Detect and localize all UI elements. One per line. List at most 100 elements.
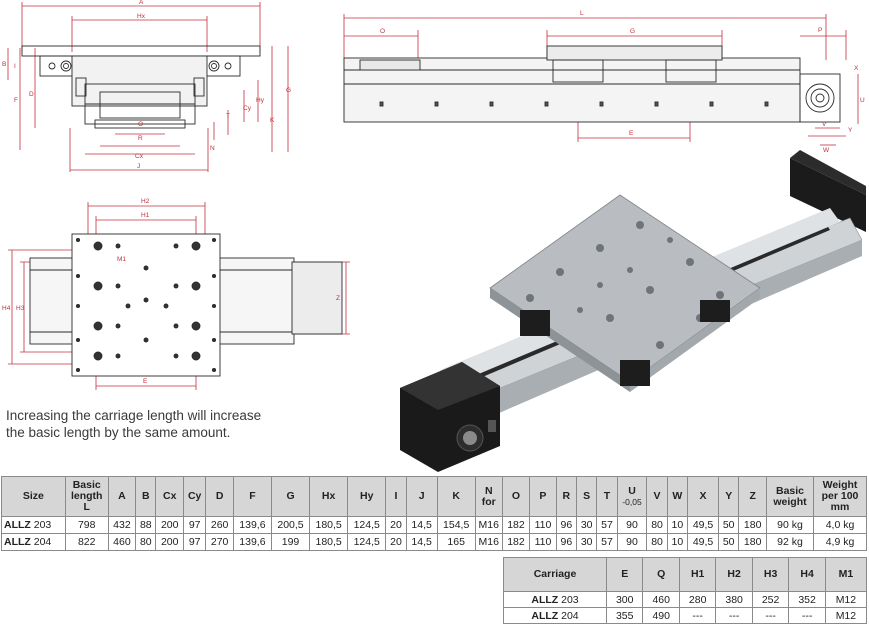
table-cell: 80 bbox=[646, 533, 668, 551]
table-cell: 80 bbox=[135, 533, 157, 551]
table-cell: 4,0 kg bbox=[813, 516, 867, 534]
row-size: 204 bbox=[33, 536, 52, 548]
table-cell: --- bbox=[751, 607, 790, 624]
top-label-E: E bbox=[143, 378, 148, 385]
front-label-D: D bbox=[29, 91, 34, 98]
th-e: E bbox=[605, 557, 644, 592]
row-model: ALLZ bbox=[531, 609, 559, 622]
th-z: Z bbox=[738, 476, 767, 517]
table-cell: 96 bbox=[555, 516, 578, 534]
table-cell: 97 bbox=[182, 533, 207, 551]
table-cell: 20 bbox=[385, 533, 407, 551]
front-label-Cy: Cy bbox=[243, 105, 252, 112]
row-label-allz-204: ALLZ 204 bbox=[1, 533, 66, 551]
row-model: ALLZ bbox=[4, 536, 31, 548]
table-cell: 199 bbox=[270, 533, 311, 551]
dimensions-table: Size Basic length L A B Cx Cy D F G Hx H… bbox=[1, 476, 867, 551]
side-label-Y: Y bbox=[848, 127, 853, 134]
table-cell: 20 bbox=[385, 516, 407, 534]
table-cell: 165 bbox=[436, 533, 476, 551]
front-label-A: A bbox=[139, 0, 144, 6]
table-cell: M16 bbox=[474, 516, 503, 534]
th-r: R bbox=[555, 476, 578, 517]
th-b: B bbox=[135, 476, 157, 517]
th-t: T bbox=[596, 476, 618, 517]
th-o: O bbox=[501, 476, 531, 517]
table-cell: 180 bbox=[738, 533, 767, 551]
top-label-H4: H4 bbox=[2, 305, 11, 312]
carriage-row-allz-204: ALLZ 204 bbox=[503, 607, 607, 624]
table-cell: --- bbox=[715, 607, 753, 624]
table-cell: 50 bbox=[718, 516, 740, 534]
table-cell: 139,6 bbox=[232, 516, 272, 534]
th-j: J bbox=[405, 476, 438, 517]
table-cell: 139,6 bbox=[232, 533, 272, 551]
front-label-Hy: Hy bbox=[256, 97, 265, 104]
table-cell: 96 bbox=[555, 533, 578, 551]
front-label-T: T bbox=[226, 113, 230, 120]
th-d: D bbox=[205, 476, 234, 517]
note-line-1: Increasing the carriage length will incr… bbox=[6, 408, 262, 423]
table-row: ALLZ 203 300 460 280 380 252 352 M12 bbox=[503, 591, 868, 608]
table-cell: 110 bbox=[529, 516, 557, 534]
side-label-O: O bbox=[380, 28, 385, 35]
front-label-R: R bbox=[138, 135, 143, 142]
front-label-J: J bbox=[137, 163, 140, 170]
table-cell: 380 bbox=[715, 591, 753, 608]
table-cell: 182 bbox=[501, 516, 531, 534]
table-cell: --- bbox=[788, 607, 826, 624]
carriage-length-note: Increasing the carriage length will incr… bbox=[6, 407, 336, 441]
table-cell: 300 bbox=[605, 591, 644, 608]
table-cell: 50 bbox=[718, 533, 740, 551]
table-cell: 490 bbox=[642, 607, 680, 624]
front-label-Cx: Cx bbox=[135, 153, 144, 160]
th-f: F bbox=[232, 476, 272, 517]
th-g: G bbox=[270, 476, 311, 517]
th-k: K bbox=[436, 476, 476, 517]
table-cell: M12 bbox=[824, 591, 868, 608]
carriage-table-header: Carriage E Q H1 H2 H3 H4 M1 bbox=[503, 557, 868, 592]
side-label-P: P bbox=[818, 27, 822, 34]
table-cell: 200,5 bbox=[270, 516, 311, 534]
table-row: ALLZ 203 798 432 88 200 97 260 139,6 200… bbox=[1, 516, 867, 534]
th-h1: H1 bbox=[678, 557, 717, 592]
th-n-for: N for bbox=[474, 476, 503, 517]
side-label-L: L bbox=[580, 10, 584, 17]
table-cell: 14,5 bbox=[405, 533, 438, 551]
th-u-tolerance: -0,05 bbox=[622, 496, 642, 507]
top-label-H3: H3 bbox=[16, 305, 25, 312]
table-cell: 460 bbox=[107, 533, 137, 551]
table-cell: 180,5 bbox=[309, 516, 349, 534]
side-label-V: V bbox=[822, 121, 827, 128]
th-u: U-0,05 bbox=[616, 476, 648, 517]
th-m1: M1 bbox=[824, 557, 868, 592]
table-cell: 57 bbox=[596, 533, 618, 551]
side-label-U: U bbox=[860, 97, 865, 104]
th-u-label: U bbox=[628, 484, 636, 497]
table-cell: 49,5 bbox=[687, 533, 720, 551]
table-cell: 97 bbox=[182, 516, 207, 534]
th-carriage: Carriage bbox=[503, 557, 607, 592]
table-cell: 4,9 kg bbox=[813, 533, 867, 551]
table-cell: 200 bbox=[155, 516, 184, 534]
th-h2: H2 bbox=[715, 557, 753, 592]
table-cell: 798 bbox=[64, 516, 109, 534]
th-v: V bbox=[646, 476, 668, 517]
table-cell: 180 bbox=[738, 516, 767, 534]
table-cell: 355 bbox=[605, 607, 644, 624]
th-w: W bbox=[666, 476, 689, 517]
row-model: ALLZ bbox=[531, 593, 559, 606]
table-cell: 57 bbox=[596, 516, 618, 534]
row-size: 203 bbox=[561, 593, 579, 606]
th-h4: H4 bbox=[788, 557, 826, 592]
top-label-H1: H1 bbox=[141, 212, 150, 219]
table-cell: 252 bbox=[751, 591, 790, 608]
table-cell: 822 bbox=[64, 533, 109, 551]
th-x: X bbox=[687, 476, 720, 517]
table-cell: --- bbox=[678, 607, 717, 624]
table-cell: 154,5 bbox=[436, 516, 476, 534]
table-row: ALLZ 204 822 460 80 200 97 270 139,6 199… bbox=[1, 533, 867, 551]
table-cell: 88 bbox=[135, 516, 157, 534]
